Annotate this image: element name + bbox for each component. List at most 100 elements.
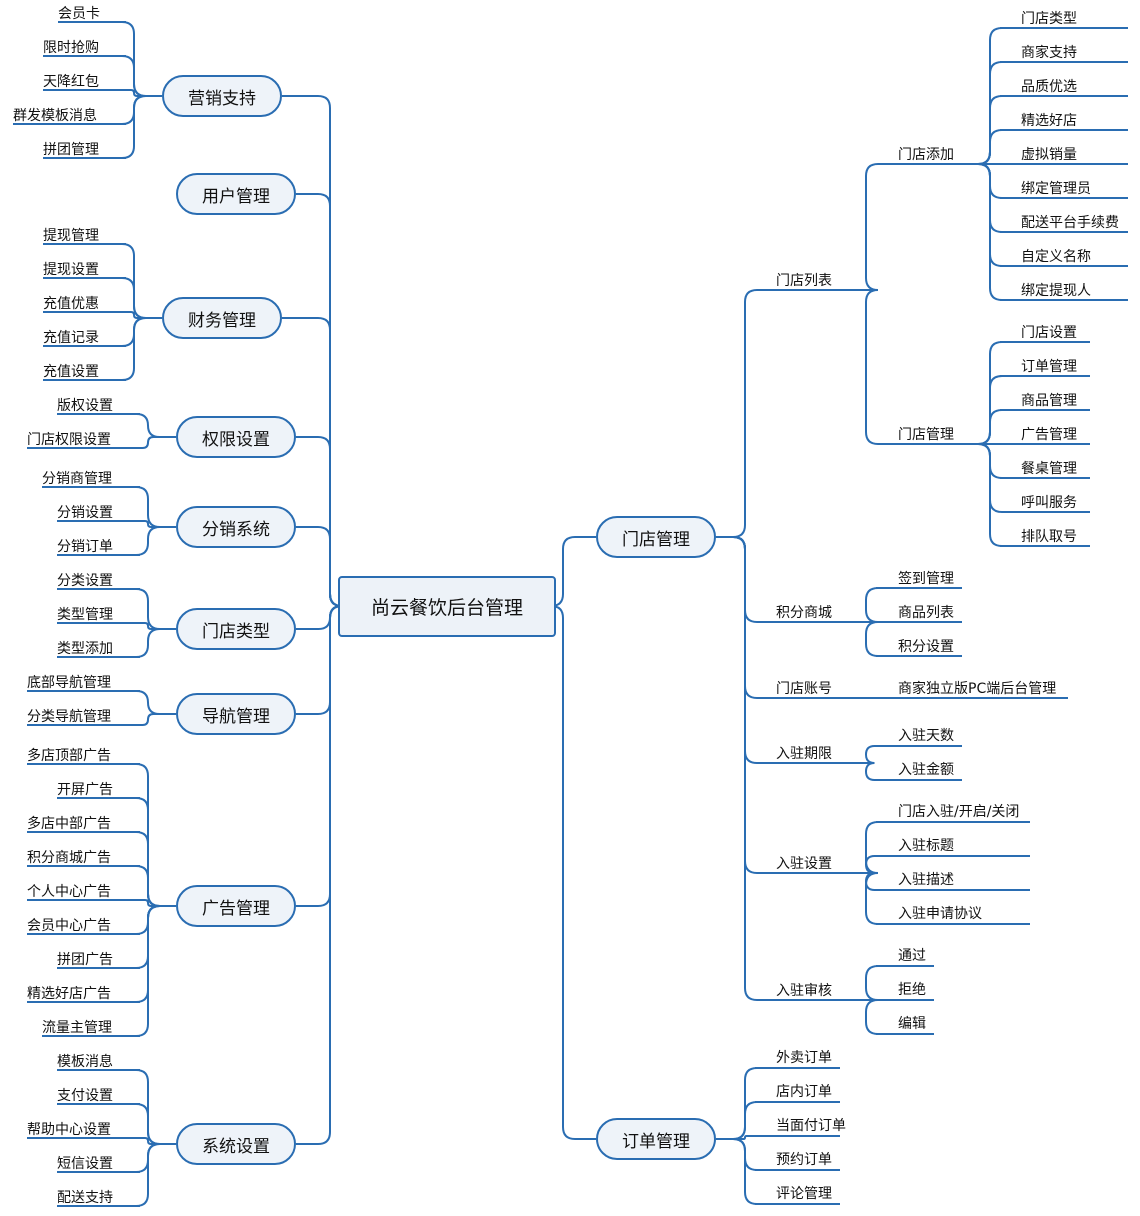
subtopic-points-mall[interactable]: 积分商城 — [776, 605, 832, 621]
leaf-bottom-nav-mgmt[interactable]: 底部导航管理 — [27, 675, 111, 691]
leaf-merchant-support[interactable]: 商家支持 — [1021, 45, 1077, 61]
leaf-store-permission-settings[interactable]: 门店权限设置 — [27, 432, 111, 448]
leaf-call-service[interactable]: 呼叫服务 — [1021, 495, 1077, 511]
leaf-reservation-orders[interactable]: 预约订单 — [776, 1152, 832, 1168]
subtopic-store-manage[interactable]: 门店管理 — [898, 427, 954, 443]
leaf-ad-points-mall[interactable]: 积分商城广告 — [27, 850, 111, 866]
subtopic-to-leaf-connector — [716, 1135, 840, 1140]
leaf-distribution-settings[interactable]: 分销设置 — [57, 505, 113, 521]
leaf-flash-sale[interactable]: 限时抢购 — [43, 40, 99, 56]
subtopic-connector — [865, 289, 988, 445]
subtopic-store-list[interactable]: 门店列表 — [776, 273, 832, 289]
subtopic-settle-review[interactable]: 入驻审核 — [776, 983, 832, 999]
leaf-ad-member-center[interactable]: 会员中心广告 — [27, 918, 111, 934]
leaf-order-mgmt[interactable]: 订单管理 — [1021, 359, 1077, 375]
leaf-points-settings[interactable]: 积分设置 — [898, 639, 954, 655]
leaf-settle-agreement[interactable]: 入驻申请协议 — [898, 906, 982, 922]
leaf-table-mgmt[interactable]: 餐桌管理 — [1021, 461, 1077, 477]
branch-system[interactable]: 系统设置 — [176, 1123, 296, 1165]
leaf-template-msg[interactable]: 模板消息 — [57, 1054, 113, 1070]
branch-store-management[interactable]: 门店管理 — [596, 516, 716, 558]
leaf-withdraw-mgmt[interactable]: 提现管理 — [43, 228, 99, 244]
leaf-member-card[interactable]: 会员卡 — [58, 6, 100, 22]
leaf-review-mgmt[interactable]: 评论管理 — [776, 1186, 832, 1202]
leaf-distributor-mgmt[interactable]: 分销商管理 — [42, 471, 112, 487]
branch-order-management[interactable]: 订单管理 — [596, 1118, 716, 1160]
root-to-left-branch-connector — [296, 526, 343, 607]
leaf-bulk-template-msg[interactable]: 群发模板消息 — [13, 108, 97, 124]
leaf-settle-amount[interactable]: 入驻金额 — [898, 762, 954, 778]
leaf-settle-days[interactable]: 入驻天数 — [898, 728, 954, 744]
leaf-dine-in-orders[interactable]: 店内订单 — [776, 1084, 832, 1100]
leaf-type-add[interactable]: 类型添加 — [57, 641, 113, 657]
branch-ads[interactable]: 广告管理 — [176, 885, 296, 927]
leaf-ad-multi-top[interactable]: 多店顶部广告 — [27, 748, 111, 764]
leaf-custom-name[interactable]: 自定义名称 — [1021, 249, 1091, 265]
leaf-category-nav-mgmt[interactable]: 分类导航管理 — [27, 709, 111, 725]
leaf-recharge-settings[interactable]: 充值设置 — [43, 364, 99, 380]
leaf-copyright-settings[interactable]: 版权设置 — [57, 398, 113, 414]
branch-permissions[interactable]: 权限设置 — [176, 416, 296, 458]
leaf-takeout-orders[interactable]: 外卖订单 — [776, 1050, 832, 1066]
leaf-type-mgmt[interactable]: 类型管理 — [57, 607, 113, 623]
leaf-withdraw-settings[interactable]: 提现设置 — [43, 262, 99, 278]
leaf-delivery-fee[interactable]: 配送平台手续费 — [1021, 215, 1119, 231]
store-to-subtopic-connector — [716, 289, 866, 538]
leaf-traffic-master-mgmt[interactable]: 流量主管理 — [42, 1020, 112, 1036]
root-node[interactable]: 尚云餐饮后台管理 — [338, 576, 556, 637]
branch-to-leaf-connector — [57, 1143, 176, 1207]
leaf-help-center-settings[interactable]: 帮助中心设置 — [27, 1122, 111, 1138]
subtopic-settle-settings[interactable]: 入驻设置 — [776, 856, 832, 872]
root-to-left-branch-connector — [296, 193, 343, 607]
subtopic-to-leaf-connector — [864, 745, 962, 764]
leaf-recharge-records[interactable]: 充值记录 — [43, 330, 99, 346]
subtopic-store-account[interactable]: 门店账号 — [776, 681, 832, 697]
leaf-ad-group-buy[interactable]: 拼团广告 — [57, 952, 113, 968]
leaf-ad-mgmt[interactable]: 广告管理 — [1021, 427, 1077, 443]
branch-navigation[interactable]: 导航管理 — [176, 693, 296, 735]
leaf-ad-multi-middle[interactable]: 多店中部广告 — [27, 816, 111, 832]
leaf-ad-splash[interactable]: 开屏广告 — [57, 782, 113, 798]
leaf-payment-settings[interactable]: 支付设置 — [57, 1088, 113, 1104]
leaf-ad-featured-stores[interactable]: 精选好店广告 — [27, 986, 111, 1002]
leaf-sms-settings[interactable]: 短信设置 — [57, 1156, 113, 1172]
leaf-merchant-pc-admin[interactable]: 商家独立版PC端后台管理 — [898, 681, 1057, 697]
root-to-left-branch-connector — [296, 605, 343, 907]
subtopic-settle-period[interactable]: 入驻期限 — [776, 746, 832, 762]
leaf-ad-personal-center[interactable]: 个人中心广告 — [27, 884, 111, 900]
leaf-bind-admin[interactable]: 绑定管理员 — [1021, 181, 1091, 197]
leaf-queue-number[interactable]: 排队取号 — [1021, 529, 1077, 545]
subtopic-to-leaf-connector — [716, 1138, 840, 1205]
leaf-checkin-mgmt[interactable]: 签到管理 — [898, 571, 954, 587]
leaf-store-type[interactable]: 门店类型 — [1021, 11, 1077, 27]
leaf-reject[interactable]: 拒绝 — [898, 982, 926, 998]
leaf-group-buy-mgmt[interactable]: 拼团管理 — [43, 142, 99, 158]
leaf-category-settings[interactable]: 分类设置 — [57, 573, 113, 589]
leaf-quality-choice[interactable]: 品质优选 — [1021, 79, 1077, 95]
leaf-settle-title[interactable]: 入驻标题 — [898, 838, 954, 854]
leaf-red-packet[interactable]: 天降红包 — [43, 74, 99, 90]
leaf-settle-toggle[interactable]: 门店入驻/开启/关闭 — [898, 804, 1020, 820]
leaf-edit[interactable]: 编辑 — [898, 1016, 926, 1032]
leaf-product-list[interactable]: 商品列表 — [898, 605, 954, 621]
branch-store-types[interactable]: 门店类型 — [176, 608, 296, 650]
leaf-settle-desc[interactable]: 入驻描述 — [898, 872, 954, 888]
root-to-left-branch-connector — [282, 317, 343, 607]
branch-marketing[interactable]: 营销支持 — [162, 75, 282, 117]
leaf-virtual-sales[interactable]: 虚拟销量 — [1021, 147, 1077, 163]
subtopic-store-add[interactable]: 门店添加 — [898, 147, 954, 163]
leaf-bind-withdrawer[interactable]: 绑定提现人 — [1021, 283, 1091, 299]
branch-distribution[interactable]: 分销系统 — [176, 506, 296, 548]
branch-users[interactable]: 用户管理 — [176, 173, 296, 215]
leaf-distribution-orders[interactable]: 分销订单 — [57, 539, 113, 555]
branch-finance[interactable]: 财务管理 — [162, 297, 282, 339]
leaf-approve[interactable]: 通过 — [898, 948, 926, 964]
leaf-featured-store[interactable]: 精选好店 — [1021, 113, 1077, 129]
leaf-product-mgmt[interactable]: 商品管理 — [1021, 393, 1077, 409]
leaf-store-settings[interactable]: 门店设置 — [1021, 325, 1077, 341]
leaf-face-pay-orders[interactable]: 当面付订单 — [776, 1118, 846, 1134]
leaf-recharge-promo[interactable]: 充值优惠 — [43, 296, 99, 312]
leaf-delivery-support[interactable]: 配送支持 — [57, 1190, 113, 1206]
branch-to-leaf-connector — [57, 520, 176, 528]
